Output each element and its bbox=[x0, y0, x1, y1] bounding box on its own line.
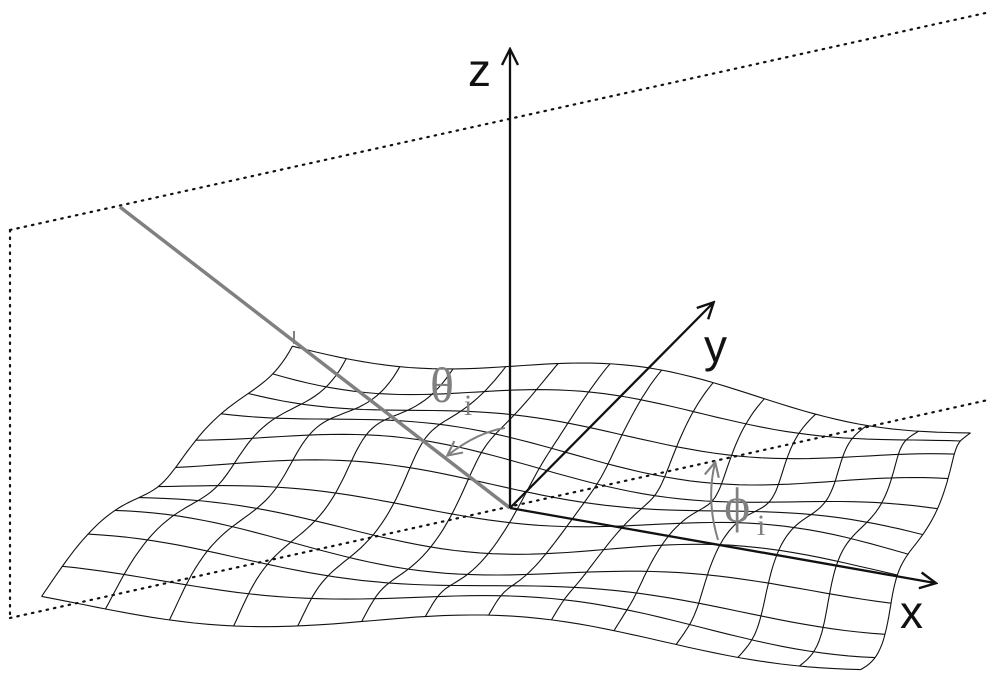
mesh-row-line bbox=[292, 345, 971, 434]
mesh-row-line bbox=[114, 509, 892, 604]
mesh-column-line bbox=[297, 366, 507, 627]
mesh-row-line bbox=[158, 485, 909, 555]
plane-bottom-edge bbox=[8, 398, 990, 620]
mesh-row-line bbox=[248, 392, 955, 460]
phi-label: ϕ i bbox=[724, 477, 765, 542]
mesh-column-line bbox=[551, 382, 714, 621]
theta-subscript: i bbox=[464, 389, 472, 422]
mesh-column-line bbox=[233, 368, 454, 627]
y-axis bbox=[509, 303, 713, 509]
theta-label: θ i bbox=[430, 357, 472, 422]
mesh-column-line bbox=[169, 366, 401, 621]
mesh-row-line bbox=[195, 433, 938, 510]
mesh-row-line bbox=[175, 459, 923, 536]
mesh-column-line bbox=[737, 425, 868, 658]
mesh-column-line bbox=[488, 369, 663, 616]
z-axis-label: z bbox=[468, 44, 491, 96]
x-axis-label: x bbox=[900, 586, 923, 638]
theta-angle-arc bbox=[448, 427, 506, 455]
mesh-row-line bbox=[138, 497, 898, 576]
mesh-column-line bbox=[104, 358, 347, 610]
mesh-column-line bbox=[860, 432, 971, 671]
phi-symbol: ϕ bbox=[724, 477, 750, 533]
rough-surface-mesh bbox=[41, 345, 971, 671]
coordinate-axes bbox=[510, 50, 935, 583]
y-axis-label: y bbox=[704, 320, 727, 372]
mesh-row-line bbox=[87, 533, 886, 635]
mesh-column-line bbox=[424, 363, 611, 617]
mesh-row-line bbox=[220, 413, 949, 486]
phi-angle-arc bbox=[711, 463, 718, 541]
incident-ray bbox=[118, 205, 512, 510]
mesh-column-line bbox=[675, 413, 816, 645]
incidence-plane bbox=[8, 10, 992, 620]
mesh-column-line bbox=[361, 363, 559, 622]
mesh-column-line bbox=[41, 345, 293, 597]
mesh-column-line bbox=[613, 398, 765, 631]
theta-symbol: θ bbox=[430, 357, 454, 413]
mesh-row-line bbox=[62, 565, 876, 659]
plane-top-edge bbox=[8, 10, 992, 232]
mesh-column-line bbox=[798, 430, 919, 667]
mesh-row-line bbox=[272, 373, 961, 442]
phi-subscript: i bbox=[757, 509, 765, 542]
mesh-row-line bbox=[41, 595, 861, 671]
x-axis bbox=[509, 506, 935, 583]
